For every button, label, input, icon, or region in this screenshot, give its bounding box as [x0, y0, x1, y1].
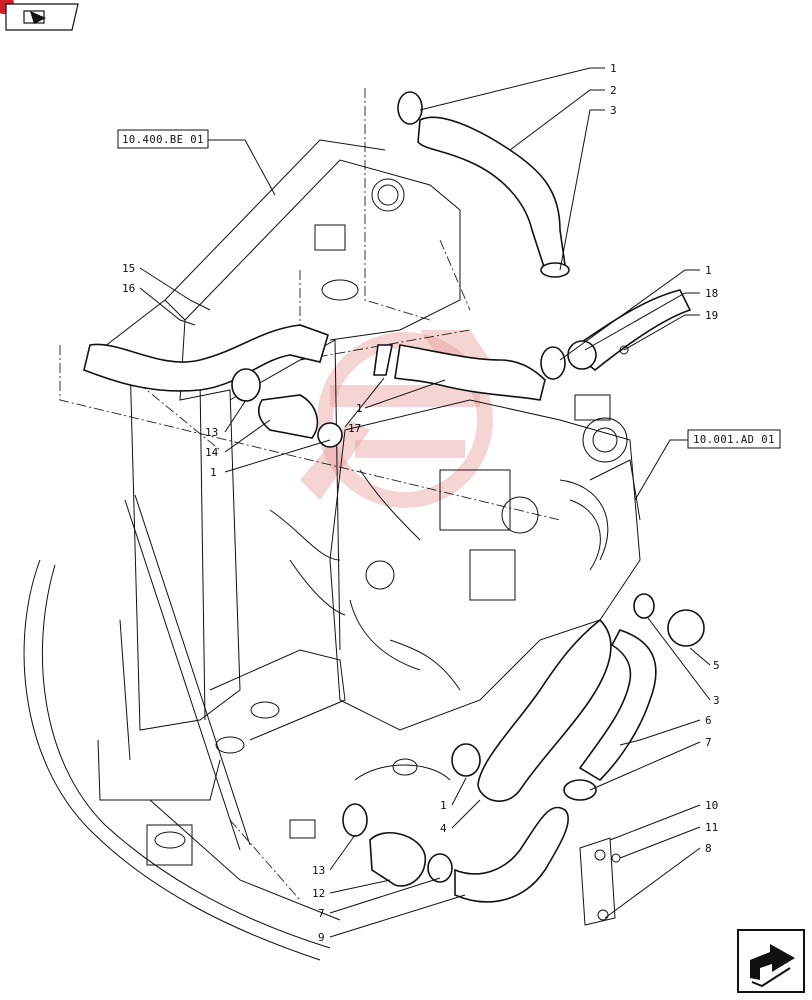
callout-labels: 1 2 3 1 18 19 15 16 13 14 1 17 1 5 3 6 7… — [122, 62, 720, 944]
callout-number: 16 — [122, 282, 135, 295]
bracket-plate — [579, 837, 621, 926]
callout-number: 10 — [705, 799, 718, 812]
lower-right-hoses — [451, 593, 705, 802]
callout-number: 13 — [312, 864, 325, 877]
callout-number: 13 — [205, 426, 218, 439]
next-page-button[interactable] — [737, 929, 805, 993]
next-page-arrow-icon — [750, 944, 795, 988]
watermark-logo — [300, 330, 493, 508]
reference-label: 10.001.AD 01 — [693, 434, 775, 446]
callout-number: 3 — [713, 694, 720, 707]
callout-number: 8 — [705, 842, 712, 855]
callout-number: 11 — [705, 821, 718, 834]
callout-number: 7 — [318, 907, 325, 920]
page-forward-icon — [23, 10, 46, 24]
callout-number: 1 — [610, 62, 617, 75]
callout-number: 12 — [312, 887, 325, 900]
callout-number: 9 — [318, 931, 325, 944]
reference-box-10-400[interactable]: 10.400.BE 01 — [117, 129, 209, 149]
reference-label: 10.400.BE 01 — [122, 134, 204, 146]
callout-number: 1 — [440, 799, 447, 812]
callout-number: 3 — [610, 104, 617, 117]
reference-box-10-001[interactable]: 10.001.AD 01 — [687, 429, 781, 449]
callout-number: 2 — [610, 84, 617, 97]
callout-number: 15 — [122, 262, 135, 275]
callout-number: 18 — [705, 287, 718, 300]
lower-hoses — [342, 803, 570, 903]
engine-assembly — [269, 394, 641, 731]
callout-number: 5 — [713, 659, 720, 672]
leader-lines — [139, 67, 711, 938]
callout-number: 17 — [348, 422, 361, 435]
upper-left-hose — [83, 324, 343, 448]
callout-number: 7 — [705, 736, 712, 749]
radiator-assembly — [23, 139, 461, 961]
callout-number: 1 — [210, 466, 217, 479]
callout-number: 1 — [705, 264, 712, 277]
callout-number: 19 — [705, 309, 718, 322]
callout-number: 4 — [440, 822, 447, 835]
middle-hose — [373, 289, 692, 401]
callout-number: 6 — [705, 714, 712, 727]
top-left-nav-button[interactable] — [0, 0, 79, 31]
callout-number: 14 — [205, 446, 219, 459]
callout-number: 1 — [356, 402, 363, 415]
upper-right-hose — [397, 91, 570, 278]
